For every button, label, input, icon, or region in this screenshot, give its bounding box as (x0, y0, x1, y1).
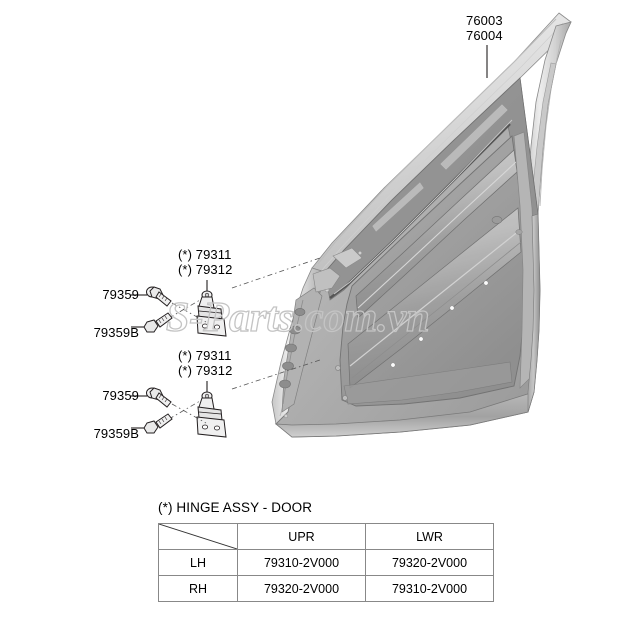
legend-title: (*) HINGE ASSY - DOOR (158, 500, 313, 515)
callout-lower-hinge-79311: (*) 79311 (178, 348, 231, 363)
callout-79359b-upper: 79359B (28, 325, 139, 340)
door-panel-graphic (271, 12, 572, 438)
lower-hinge-group (196, 359, 321, 438)
hinge-part-number-table: UPR LWR LH 79310-2V000 79320-2V000 RH 79… (158, 523, 494, 602)
callout-79359-upper-label: 79359 (102, 287, 139, 302)
leader-upper-hinge-to-door (231, 257, 321, 289)
upper-hinge-group (196, 257, 321, 337)
star-marker-icon: (*) (178, 363, 193, 378)
callout-79359-upper: 79359 (43, 287, 139, 302)
star-marker-icon: (*) (178, 262, 193, 277)
table-row-label-rh: RH (158, 575, 238, 602)
leader-lower-hinge-to-door (231, 359, 321, 390)
table-header-lwr: LWR (365, 523, 494, 550)
diagonal-divider-icon (159, 524, 237, 549)
callout-lower-79311-label: 79311 (195, 348, 232, 363)
callout-79359b-lower: 79359B (28, 426, 139, 441)
callout-upper-79311-label: 79311 (195, 247, 232, 262)
callout-79359-lower-label: 79359 (102, 388, 139, 403)
bolt-79359b-lower-graphic (131, 400, 201, 434)
star-marker-icon: (*) (178, 247, 193, 262)
callout-lower-79312-label: 79312 (195, 363, 233, 378)
bolt-79359-upper-graphic (131, 286, 207, 323)
callout-76004: 76004 (466, 28, 503, 43)
star-marker-icon: (*) (178, 348, 193, 363)
table-corner-cell (158, 523, 238, 550)
table-cell-rh-upr: 79320-2V000 (237, 575, 366, 602)
callout-upper-hinge-79311: (*) 79311 (178, 247, 231, 262)
callout-76003: 76003 (466, 13, 503, 28)
hinge-legend: (*) HINGE ASSY - DOOR UPR LWR LH 79310-2… (158, 499, 498, 602)
callout-79359b-lower-label: 79359B (93, 426, 139, 441)
table-row-label-lh: LH (158, 549, 238, 576)
callout-upper-79312-label: 79312 (195, 262, 233, 277)
callout-76004-label: 76004 (466, 28, 503, 43)
bolt-79359-lower-graphic (131, 387, 207, 424)
table-cell-lh-upr: 79310-2V000 (237, 549, 366, 576)
bolt-79359b-upper-graphic (131, 299, 201, 333)
callout-76003-label: 76003 (466, 13, 503, 28)
callout-upper-hinge-79312: (*) 79312 (178, 262, 232, 277)
table-cell-rh-lwr: 79310-2V000 (365, 575, 494, 602)
table-cell-lh-lwr: 79320-2V000 (365, 549, 494, 576)
table-header-upr: UPR (237, 523, 366, 550)
callout-79359-lower: 79359 (43, 388, 139, 403)
callout-79359b-upper-label: 79359B (93, 325, 139, 340)
table-header-row: UPR LWR (158, 523, 494, 550)
table-row: LH 79310-2V000 79320-2V000 (158, 549, 494, 576)
callout-lower-hinge-79312: (*) 79312 (178, 363, 232, 378)
table-row: RH 79320-2V000 79310-2V000 (158, 575, 494, 602)
